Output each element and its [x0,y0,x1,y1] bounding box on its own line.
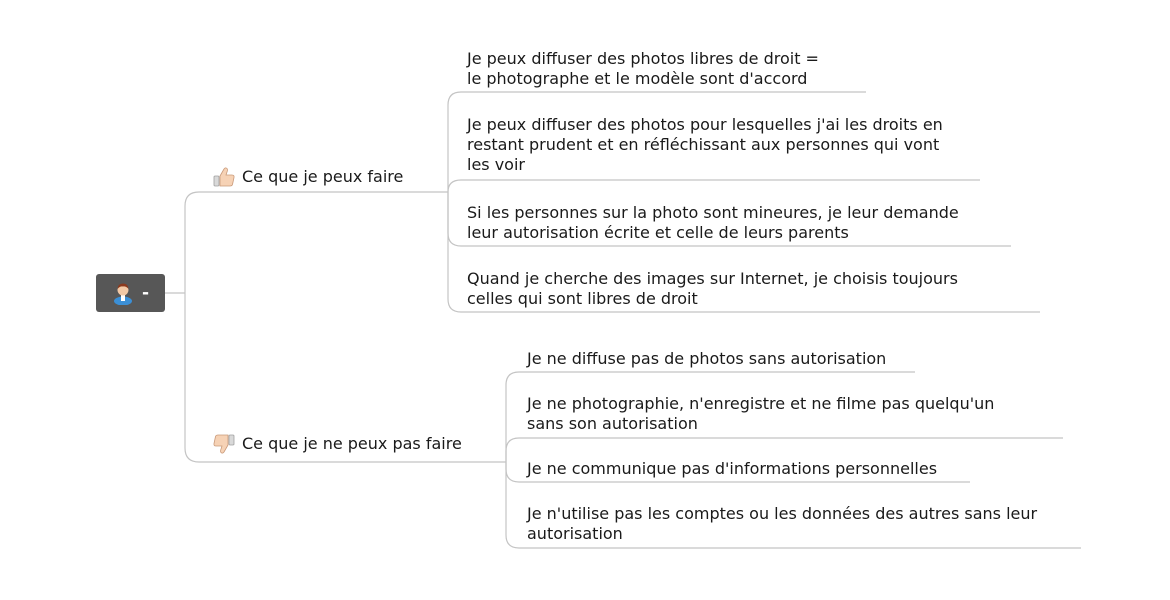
branch-cannot-do[interactable]: Ce que je ne peux pas faire [212,433,462,455]
branch-can-do[interactable]: Ce que je peux faire [212,166,403,188]
person-icon [112,281,134,306]
leaf-can-do-2[interactable]: Je peux diffuser des photos pour lesquel… [467,115,943,174]
leaf-cannot-do-4[interactable]: Je n'utilise pas les comptes ou les donn… [527,504,1038,543]
thumbs-down-icon [212,433,236,455]
thumbs-up-icon [212,166,236,188]
leaf-cannot-do-2[interactable]: Je ne photographie, n'enregistre et ne f… [527,394,995,433]
leaf-can-do-4[interactable]: Quand je cherche des images sur Internet… [467,269,958,308]
branch-can-do-label: Ce que je peux faire [242,167,404,186]
connector-root-branch-1 [184,191,448,293]
connector-branch-2-leaf-2 [505,437,1063,462]
root-label: - [141,282,150,303]
root-node[interactable]: - [96,274,165,312]
leaf-cannot-do-1[interactable]: Je ne diffuse pas de photos sans autoris… [527,349,887,368]
leaf-cannot-do-3[interactable]: Je ne communique pas d'informations pers… [527,459,938,478]
connector-branch-1-leaf-2 [447,179,980,193]
leaf-can-do-1[interactable]: Je peux diffuser des photos libres de dr… [467,49,819,88]
connector-root-branch-2 [184,293,506,463]
connector-branch-1-leaf-1 [447,91,866,192]
leaf-can-do-3[interactable]: Si les personnes sur la photo sont mineu… [467,203,959,242]
connector-branch-1-leaf-4 [447,192,1040,313]
connector-branch-2-leaf-4 [505,462,1081,549]
branch-cannot-do-label: Ce que je ne peux pas faire [242,434,462,453]
connector-branch-2-leaf-1 [505,371,915,462]
